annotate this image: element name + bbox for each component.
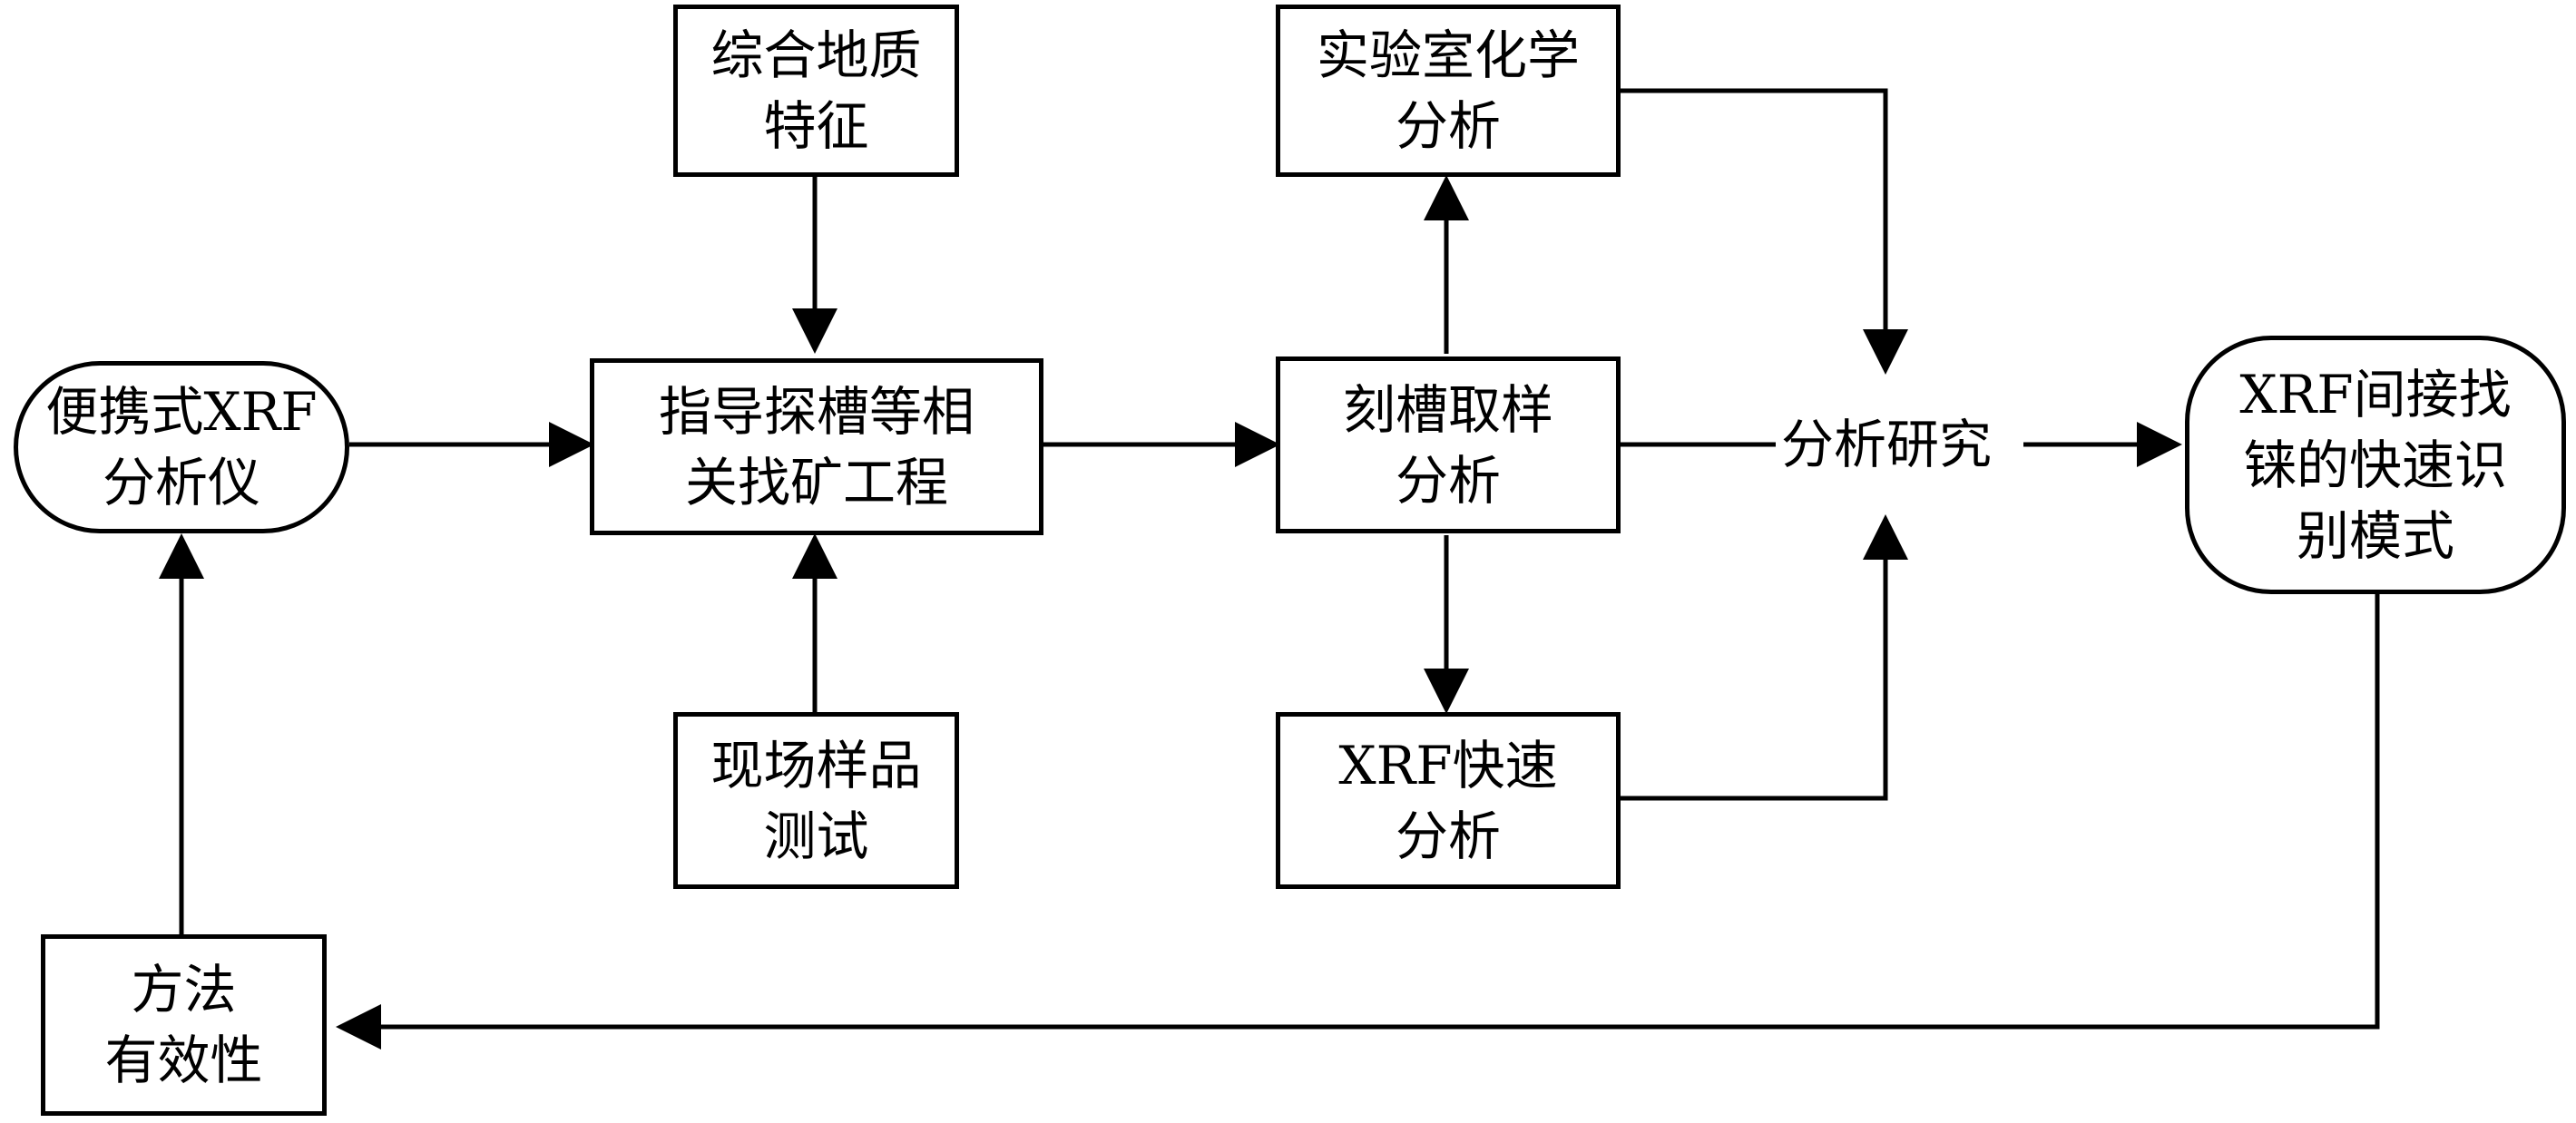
node-label-line: 关找矿工程: [684, 451, 948, 513]
node-rhenium-identification-mode: XRF间接找 铼的快速识 别模式: [2185, 336, 2566, 594]
node-label-line: 指导探槽等相: [658, 380, 975, 443]
edge-xrf-fast-to-junction: [1618, 514, 1908, 801]
node-label-line: 别模式: [2296, 504, 2454, 567]
node-label-line: 分析: [1395, 95, 1501, 157]
node-label-line: 有效性: [104, 1030, 263, 1091]
node-portable-xrf-analyzer: 便携式XRF 分析仪: [14, 361, 349, 533]
node-xrf-fast-analysis: XRF快速 分析: [1276, 712, 1621, 889]
edge-mode-to-validity: [336, 594, 2380, 1050]
node-method-validity: 方法 有效性: [41, 934, 327, 1116]
node-label-line: 分析仪: [102, 452, 260, 513]
node-channel-sampling: 刻槽取样 分析: [1276, 356, 1621, 533]
node-label-line: 方法: [131, 959, 237, 1020]
node-label-line: 综合地质: [710, 24, 922, 86]
node-label-line: 现场样品: [710, 734, 922, 796]
node-label-line: 分析: [1395, 449, 1501, 512]
edge-lab-to-junction: [1618, 88, 1908, 375]
node-label-line: 便携式XRF: [45, 381, 318, 443]
node-guide-trench-engineering: 指导探槽等相 关找矿工程: [590, 358, 1043, 535]
node-label-line: 特征: [763, 95, 869, 157]
junction-analysis-research: 分析研究: [1776, 409, 1998, 480]
node-geology-features: 综合地质 特征: [673, 5, 959, 177]
node-field-sample-test: 现场样品 测试: [673, 712, 959, 889]
node-label-line: 刻槽取样: [1342, 378, 1553, 441]
node-label-line: 实验室化学: [1316, 24, 1580, 86]
node-label-line: 分析: [1395, 805, 1501, 867]
node-label-line: 铼的快速识: [2243, 434, 2507, 496]
node-label-line: XRF间接找: [2239, 363, 2512, 425]
node-label-line: XRF快速: [1338, 734, 1558, 796]
node-label-line: 测试: [763, 805, 869, 867]
node-lab-chemical-analysis: 实验室化学 分析: [1276, 5, 1621, 177]
